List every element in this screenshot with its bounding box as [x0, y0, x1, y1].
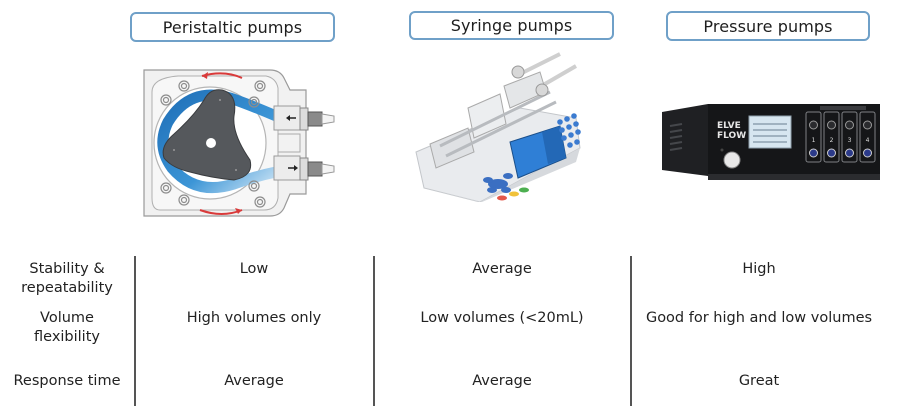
- header-syringe-pumps: Syringe pumps: [409, 11, 614, 40]
- svg-text:4: 4: [866, 137, 870, 144]
- brand-logo: ELVE: [717, 121, 741, 131]
- syringe-pump-image: [410, 52, 582, 203]
- cell-syringe-response: Average: [472, 373, 532, 389]
- cell-pressure-response: Great: [738, 373, 780, 389]
- row-label-response-time: Response time: [13, 373, 121, 389]
- column-divider: [134, 256, 136, 406]
- svg-text:FLOW: FLOW: [717, 131, 746, 141]
- row-label-volume-flexibility: Volume flexibility: [34, 310, 100, 345]
- header-label: Pressure pumps: [703, 16, 833, 36]
- header-label: Peristaltic pumps: [162, 17, 303, 37]
- cell-syringe-stability: Average: [472, 261, 532, 277]
- cell-peristaltic-stability: Low: [239, 261, 269, 277]
- cell-syringe-volume: Low volumes (<20mL): [420, 310, 584, 326]
- svg-text:3: 3: [848, 137, 852, 144]
- header-peristaltic-pumps: Peristaltic pumps: [130, 12, 335, 42]
- svg-text:1: 1: [812, 137, 816, 144]
- svg-text:2: 2: [830, 137, 834, 144]
- peristaltic-pump-image: [138, 64, 350, 222]
- header-label: Syringe pumps: [450, 16, 573, 35]
- cell-pressure-volume: Good for high and low volumes: [645, 310, 873, 326]
- column-divider: [630, 256, 632, 406]
- row-label-stability: Stability & repeatability: [21, 261, 113, 296]
- pressure-pump-image: ELVE FLOW 1 2 3 4: [660, 98, 882, 182]
- column-divider: [373, 256, 375, 406]
- header-pressure-pumps: Pressure pumps: [666, 11, 870, 41]
- cell-peristaltic-volume: High volumes only: [186, 310, 322, 326]
- cell-pressure-stability: High: [742, 261, 776, 277]
- cell-peristaltic-response: Average: [224, 373, 284, 389]
